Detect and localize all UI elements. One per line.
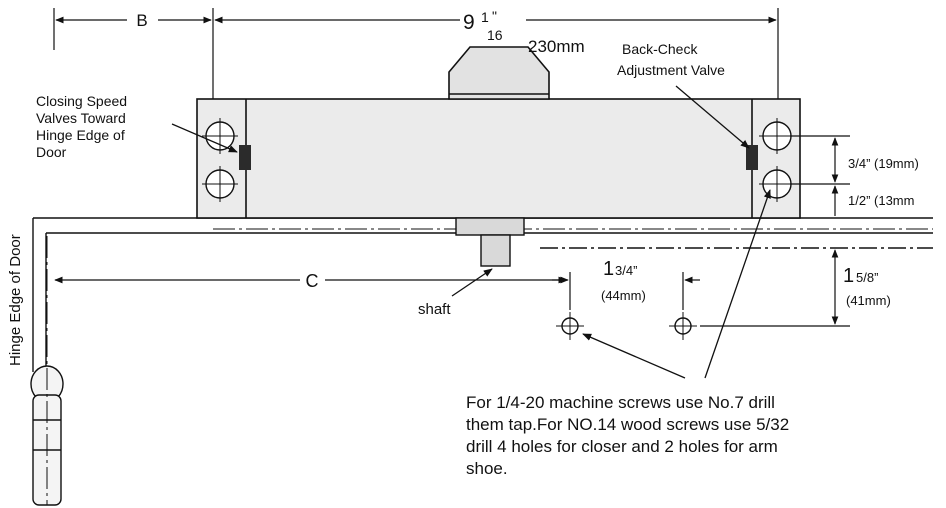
arm-shoe-holes <box>556 312 697 340</box>
dim-158-whole: 1 <box>843 265 854 287</box>
dim-top-whole-label: 9 <box>463 11 475 34</box>
dim-134-mm: (44mm) <box>601 288 646 303</box>
closing-speed-label-1: Closing Speed <box>36 93 127 109</box>
drilling-note-line: them tap.For NO.14 wood screws use 5/32 <box>466 415 790 434</box>
hinge-edge-label: Hinge Edge of Door <box>7 234 24 366</box>
dim-34-label: 3/4” (19mm) <box>848 156 919 171</box>
leader-lines <box>171 85 771 379</box>
hinge <box>30 236 64 506</box>
closing-speed-label-4: Door <box>36 144 67 160</box>
drilling-note-line: drill 4 holes for closer and 2 holes for… <box>466 437 778 456</box>
closing-speed-valve <box>239 145 251 170</box>
dim-b-label: B <box>136 11 147 30</box>
back-check-label-2: Adjustment Valve <box>617 62 725 78</box>
dimension-lines <box>53 8 850 327</box>
shaft-assembly <box>455 217 525 267</box>
closing-speed-label-2: Valves Toward <box>36 110 126 126</box>
closer-body <box>196 46 801 219</box>
back-check-label-1: Back-Check <box>622 41 698 57</box>
dim-top-mm-label: 230mm <box>528 37 585 56</box>
dim-12-label: 1/2” (13mm <box>848 193 914 208</box>
dim-134-whole: 1 <box>603 258 614 280</box>
drilling-note-line: shoe. <box>466 459 508 478</box>
shaft-label: shaft <box>418 301 451 318</box>
dim-134-frac: 3/4” <box>615 263 637 278</box>
dim-158-frac: 5/8” <box>856 270 878 285</box>
drilling-note-line: For 1/4-20 machine screws use No.7 drill <box>466 393 775 412</box>
drilling-note: For 1/4-20 machine screws use No.7 drill… <box>466 392 936 480</box>
dim-top-inch-mark: " <box>492 8 497 24</box>
dim-158-mm: (41mm) <box>846 293 891 308</box>
dim-top-frac-num: 1 <box>481 9 489 25</box>
closing-speed-label-3: Hinge Edge of <box>36 127 125 143</box>
back-check-valve <box>746 145 758 170</box>
dim-c-label: C <box>306 271 319 291</box>
dim-top-frac-den: 16 <box>487 27 503 43</box>
